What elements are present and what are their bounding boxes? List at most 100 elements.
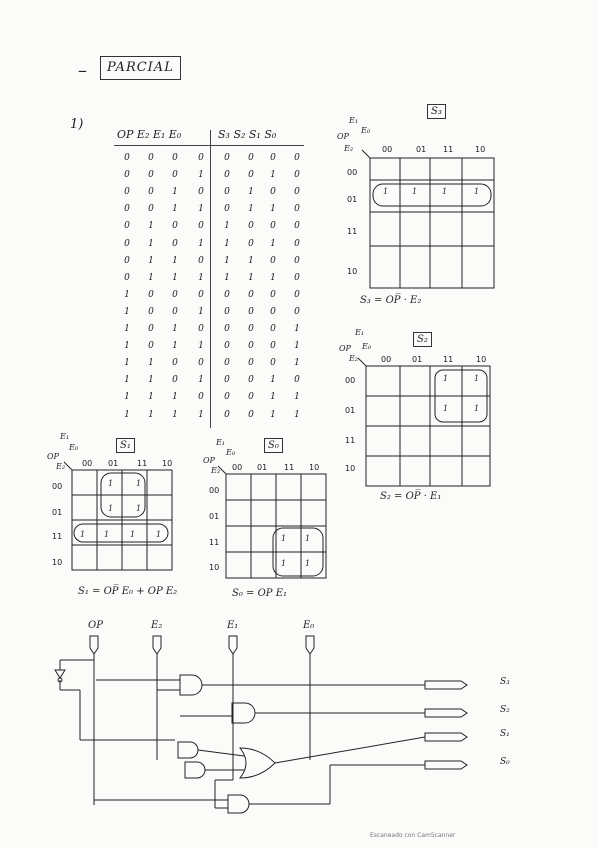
truth-table-cell: 1: [294, 324, 300, 334]
truth-table-cell: 0: [248, 341, 254, 352]
truth-table-cell: 1: [124, 289, 130, 300]
kmap-s1-one: 1: [130, 530, 136, 539]
truth-table-cell: 1: [294, 409, 300, 420]
truth-table-cell: 0: [148, 289, 154, 300]
kmap-s3-title: S₃: [427, 104, 446, 119]
truth-table-cell: 1: [172, 204, 178, 215]
truth-table-cell: 0: [248, 306, 254, 317]
kmap-s1-col-label: 11: [137, 459, 148, 468]
kmap-s3-row-label: 00: [347, 168, 358, 177]
truth-table-cell: 1: [224, 255, 230, 266]
kmap-s1-col-label: 01: [108, 459, 119, 468]
kmap-s2-col-label: 10: [476, 355, 487, 364]
circuit-output-s1: S₁: [500, 729, 510, 739]
kmap-s3-equation: S₃ = OP̅ · E₂: [360, 295, 422, 306]
truth-table-cell: 1: [224, 221, 230, 232]
kmap-s2-col-label: 11: [443, 355, 454, 364]
truth-table-cell: 1: [148, 255, 154, 266]
truth-table-cell: 0: [198, 324, 204, 334]
and-gate-s2: [231, 702, 256, 724]
truth-table-cell: 0: [224, 187, 230, 198]
truth-table-cell: 0: [270, 289, 276, 300]
kmap-s3-grid: [361, 149, 495, 289]
truth-table-cell: 1: [148, 358, 154, 369]
kmap-s2-col-label: 00: [381, 355, 392, 364]
kmap-s0-one: 1: [281, 559, 287, 568]
truth-table-cell: 0: [124, 170, 130, 181]
truth-table-cell: 1: [124, 409, 130, 420]
kmap-s0-corner-mid: E₀: [226, 448, 236, 457]
truth-table-cell: 0: [148, 153, 154, 163]
kmap-s2-row-label: 11: [345, 436, 356, 445]
truth-table-cell: 0: [124, 238, 130, 249]
truth-table-cell: 1: [198, 238, 204, 249]
kmap-s2-row-label: 01: [345, 406, 356, 415]
truth-table-cell: 1: [124, 324, 130, 334]
truth-table-cell: 0: [124, 221, 130, 232]
truth-table-cell: 1: [172, 409, 178, 420]
truth-table-cell: 0: [224, 409, 230, 420]
truth-table-cell: 0: [124, 187, 130, 198]
kmap-s1-one: 1: [108, 479, 114, 488]
truth-table-cell: 1: [198, 170, 204, 181]
kmap-s1-col-label: 10: [162, 459, 173, 468]
kmap-s0-one: 1: [281, 534, 287, 543]
truth-table-cell: 1: [270, 170, 276, 181]
kmap-s0-corner-bottom: E₂: [211, 466, 221, 475]
truth-table-cell: 0: [294, 238, 300, 249]
truth-table-cell: 0: [172, 238, 178, 249]
kmap-s1-title: S₁: [116, 438, 135, 453]
truth-table-cell: 0: [172, 375, 178, 386]
truth-table-cell: 0: [224, 341, 230, 352]
truth-table-cell: 0: [294, 170, 300, 181]
truth-table-cell: 1: [148, 272, 154, 283]
kmap-s1-row-label: 01: [52, 508, 63, 517]
circuit-output-s0: S₀: [500, 757, 510, 767]
kmap-s2-corner-bottom: E₂: [349, 354, 359, 363]
kmap-s1-one: 1: [136, 479, 142, 488]
kmap-s1-one: 1: [108, 504, 114, 513]
truth-table-cell: 0: [270, 153, 276, 163]
kmap-s3-row-label: 10: [347, 267, 358, 276]
kmap-s1-col-label: 00: [82, 459, 93, 468]
and-gate-s0: [227, 794, 250, 814]
circuit-output-s3: S₃: [500, 677, 510, 687]
kmap-s1-one: 1: [156, 530, 162, 539]
truth-table-cell: 0: [172, 289, 178, 300]
truth-table-cell: 0: [148, 170, 154, 181]
truth-table-cell: 1: [172, 392, 178, 403]
kmap-s2-row-label: 00: [345, 376, 356, 385]
truth-table-cell: 1: [270, 238, 276, 249]
truth-table-cell: 0: [224, 375, 230, 386]
truth-table-cell: 1: [270, 392, 276, 403]
truth-table-cell: 1: [294, 392, 300, 403]
truth-table-cell: 0: [172, 153, 178, 163]
kmap-s1-corner-mid: E₀: [69, 443, 79, 452]
kmap-s3-corner-mid: E₀: [361, 126, 371, 135]
truth-table-cell: 0: [124, 204, 130, 215]
kmap-s1-row-label: 11: [52, 532, 63, 541]
circuit-input-e2: E₂: [151, 620, 163, 631]
truth-table-cell: 0: [224, 392, 230, 403]
truth-table-cell: 1: [270, 375, 276, 386]
kmap-s2-col-label: 01: [412, 355, 423, 364]
truth-table-cell: 0: [148, 324, 154, 334]
truth-table-cell: 1: [124, 375, 130, 386]
truth-table-cell: 0: [124, 272, 130, 283]
kmap-s1-corner-top: E₁: [60, 432, 70, 441]
truth-table-cell: 0: [294, 153, 300, 163]
truth-table-cell: 0: [224, 289, 230, 300]
truth-table-cell: 0: [198, 392, 204, 403]
kmap-s1-equation: S₁ = OP̅ E₀ + OP E₂: [78, 586, 178, 597]
truth-table-cell: 0: [248, 238, 254, 249]
truth-table-cell: 0: [124, 255, 130, 266]
truth-table-cell: 1: [198, 341, 204, 352]
truth-table-cell: 0: [198, 255, 204, 266]
kmap-s1-group: [73, 523, 169, 543]
truth-table-cell: 0: [270, 341, 276, 352]
truth-table-cell: 1: [224, 238, 230, 249]
truth-table-cell: 0: [270, 255, 276, 266]
kmap-s3-col-label: 00: [382, 145, 393, 154]
